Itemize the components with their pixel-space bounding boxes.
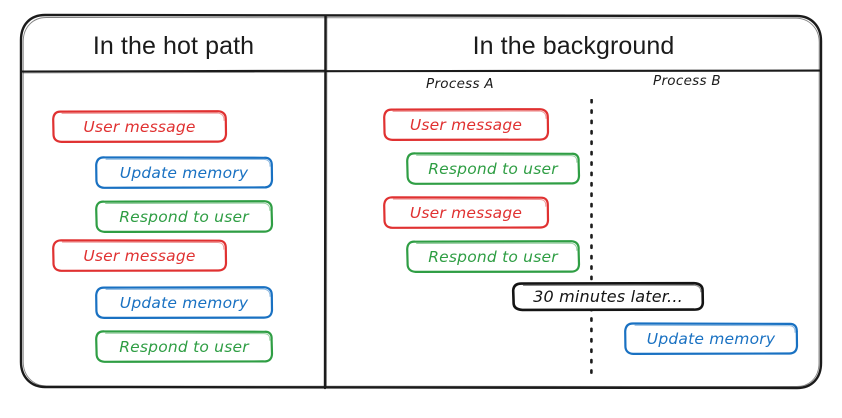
- background-process-a-step-3-user-message[interactable]: User message: [383, 196, 550, 229]
- background-process-a-step-2-respond-to-user[interactable]: Respond to user: [406, 152, 581, 185]
- hot-path-step-3-respond-to-user[interactable]: Respond to user: [95, 200, 274, 234]
- background-process-b-step-1-update-memory[interactable]: Update memory: [624, 322, 799, 356]
- background-process-a-step-4-respond-to-user[interactable]: Respond to user: [406, 240, 581, 274]
- background-process-a-step-1-user-message[interactable]: User message: [383, 108, 550, 142]
- column-header-background: In the background: [472, 32, 675, 60]
- process-b-label: Process B: [653, 73, 721, 89]
- column-header-hot-path: In the hot path: [92, 32, 255, 60]
- hot-path-step-5-update-memory[interactable]: Update memory: [95, 286, 274, 320]
- process-a-label: Process A: [426, 76, 494, 92]
- hot-path-step-4-user-message[interactable]: User message: [52, 239, 228, 272]
- hot-path-step-2-update-memory[interactable]: Update memory: [95, 156, 274, 189]
- annotation-30-minutes-later[interactable]: 30 minutes later...: [511, 281, 705, 312]
- hot-path-step-6-respond-to-user[interactable]: Respond to user: [95, 330, 274, 363]
- process-boundary-dashed-line: [590, 99, 593, 377]
- hot-path-step-1-user-message[interactable]: User message: [52, 110, 228, 144]
